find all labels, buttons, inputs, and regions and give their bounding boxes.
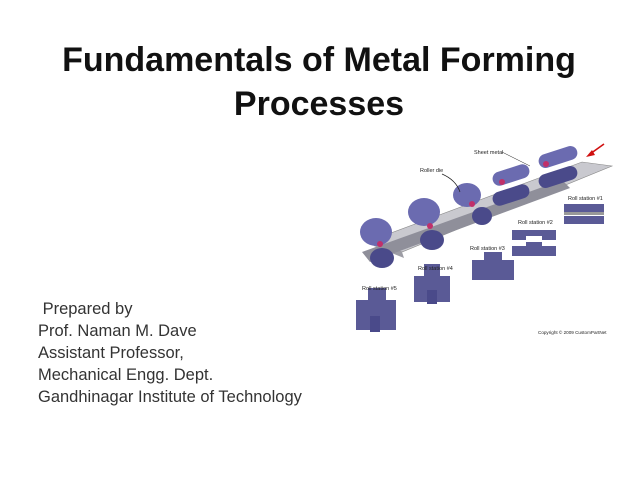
sheet-metal-leader [501, 151, 531, 167]
copyright-note: Copyright © 2009 CustomPartNet [538, 329, 607, 335]
roller-set-5 [360, 218, 394, 268]
profile-station-1 [564, 204, 604, 224]
credits-line: Gandhinagar Institute of Technology [38, 388, 302, 406]
label-roll-station-2: Roll station #2 [518, 220, 553, 226]
credits-line: Assistant Professor, [38, 344, 184, 362]
roller-die-leader [441, 173, 461, 193]
roller-set-4 [408, 198, 444, 250]
label-sheet-metal: Sheet metal [474, 150, 503, 156]
slide-title: Fundamentals of Metal Forming Processes [30, 38, 608, 126]
credits-line: Prof. Naman M. Dave [38, 322, 197, 340]
roller-set-2 [492, 164, 530, 206]
profile-station-5 [356, 288, 396, 332]
roll-forming-diagram: Sheet metal Roller die Roll station #1 R… [352, 140, 628, 340]
title-line-2: Processes [233, 85, 405, 123]
label-roll-station-5: Roll station #5 [362, 286, 397, 292]
label-roll-station-4: Roll station #4 [418, 266, 453, 272]
base-frame [362, 180, 570, 262]
profile-station-2 [512, 230, 556, 256]
profile-station-3 [472, 252, 514, 280]
label-roll-station-3: Roll station #3 [470, 246, 505, 252]
title-line-1: Fundamentals of Metal Forming [62, 41, 576, 79]
roller-set-1 [538, 145, 578, 189]
credits-line: Mechanical Engg. Dept. [38, 366, 214, 384]
label-roll-station-1: Roll station #1 [568, 196, 603, 202]
label-roller-die: Roller die [420, 168, 443, 174]
credits-block: Prepared by Prof. Naman M. Dave Assistan… [38, 298, 302, 408]
credits-line: Prepared by [38, 300, 133, 318]
roller-set-3 [453, 183, 492, 225]
feed-direction-arrow [586, 143, 605, 157]
roll-forming-illustration: Sheet metal Roller die Roll station #1 R… [356, 143, 614, 335]
profile-station-4 [414, 264, 450, 304]
